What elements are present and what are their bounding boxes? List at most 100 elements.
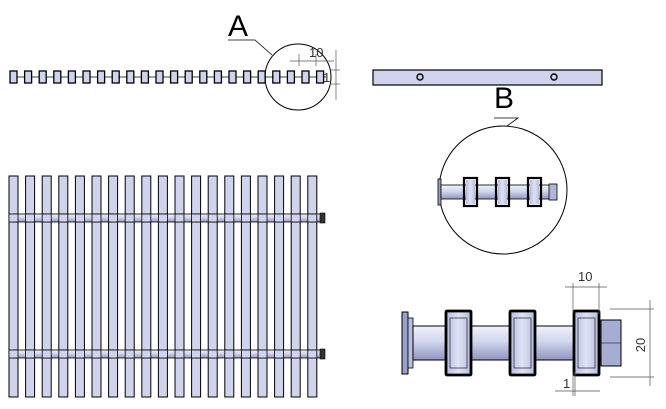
top-view-bars: [9, 70, 325, 84]
top-view-bar: [199, 70, 208, 84]
front-view-bar: [108, 175, 119, 398]
front-view-rods: [8, 212, 326, 360]
top-view-bar: [96, 70, 106, 84]
front-view-bar-crossing: [108, 349, 118, 359]
front-view-bar-crossing: [174, 213, 185, 223]
front-view-bar-crossing: [274, 349, 285, 359]
detail-a-circle: [264, 43, 332, 111]
front-view-bars: [8, 175, 318, 398]
top-view-bar: [301, 70, 310, 84]
front-view-bar: [157, 175, 168, 398]
front-view-bar-crossing: [207, 213, 218, 223]
front-view-bar-crossing: [307, 213, 318, 223]
side-view-bar: [372, 69, 603, 86]
top-view-bar: [53, 70, 62, 84]
front-view-bar-crossing: [25, 349, 36, 359]
top-view-bar: [155, 70, 164, 84]
top-view-bar: [169, 70, 179, 84]
front-view-bar: [207, 175, 218, 398]
large-detail-bar-inner: [513, 317, 532, 369]
top-pitch-dim: 10: [309, 45, 323, 60]
large-detail-washer: [407, 317, 414, 369]
top-view-bar: [23, 70, 33, 84]
front-view-bar-crossing: [58, 213, 69, 223]
front-view-bar-crossing: [124, 213, 135, 223]
detail-b-bar-fill: [466, 180, 475, 204]
front-view-bar-crossing: [141, 213, 152, 223]
top-view-bar: [286, 70, 296, 84]
front-view-bar-crossing: [240, 213, 251, 223]
detail-b-bar-section: [526, 176, 543, 208]
top-view-bar: [184, 70, 193, 84]
top-end-dim: 1: [323, 70, 330, 85]
large-detail-bar-section: [572, 309, 601, 377]
detail-b-assembly: [437, 176, 558, 208]
detail-b-end-plate: [437, 178, 442, 206]
front-view-bar: [141, 175, 152, 398]
front-view-bar-crossing: [91, 349, 102, 359]
front-view-bar: [58, 175, 69, 398]
front-view-bar-crossing: [240, 349, 251, 359]
front-view-bar: [8, 175, 19, 398]
front-view-bar: [41, 175, 52, 398]
top-view-bar: [228, 70, 237, 84]
large-detail-assembly: [401, 309, 622, 377]
front-view-rod-nut: [319, 348, 326, 360]
front-view-bar-crossing: [307, 349, 318, 359]
top-view-bar: [257, 70, 266, 84]
large-detail-bar-inner: [449, 317, 468, 369]
front-view-bar: [191, 175, 202, 398]
top-view-bar: [272, 70, 281, 84]
front-view-bar-crossing: [8, 349, 19, 359]
front-view-bar-crossing: [8, 213, 19, 223]
large-detail-end-plate: [401, 311, 409, 375]
front-view-bar-crossing: [257, 213, 268, 223]
front-view-bar-crossing: [157, 213, 168, 223]
top-view-bar: [67, 70, 77, 84]
detail-height-dim: 20: [633, 338, 648, 352]
front-view-bar: [307, 175, 318, 398]
detail-b: B: [437, 82, 568, 255]
side-view-hole-right: [550, 73, 558, 81]
large-detail-bar-section: [444, 309, 473, 377]
detail-a-leader: [228, 39, 273, 56]
top-view-bar: [315, 70, 325, 84]
side-view: [372, 69, 603, 86]
top-view-bar: [9, 70, 18, 84]
front-view-bar-crossing: [174, 349, 185, 359]
side-view-hole-left: [416, 73, 424, 81]
top-view-bar: [140, 70, 150, 84]
front-view-bar: [124, 175, 135, 398]
top-view-bar: [38, 70, 47, 84]
front-view-bar-crossing: [124, 349, 135, 359]
front-view-bar: [174, 175, 185, 398]
detail-b-bar-fill: [498, 180, 507, 204]
detail-b-bar-section: [494, 176, 511, 208]
front-view-bar-crossing: [91, 213, 102, 223]
front-view-bar-crossing: [290, 213, 301, 223]
front-view-bar: [91, 175, 102, 398]
front-view-bar-crossing: [75, 213, 85, 223]
top-view-bar: [82, 70, 91, 84]
front-view-bar-crossing: [224, 349, 235, 359]
front-view-bar-crossing: [191, 213, 202, 223]
front-view-bar-crossing: [207, 349, 218, 359]
front-view-bar-crossing: [141, 349, 152, 359]
large-detail-bar-section: [508, 309, 537, 377]
front-view-bar: [224, 175, 235, 398]
detail-b-bar-fill: [530, 180, 539, 204]
front-view-bar-crossing: [191, 349, 202, 359]
front-view-bar: [257, 175, 268, 398]
detail-b-bar-section: [462, 176, 479, 208]
front-view-bar: [290, 175, 301, 398]
detail-b-label: B: [494, 82, 514, 115]
front-view-bar-crossing: [25, 213, 36, 223]
front-view-bar-crossing: [257, 349, 268, 359]
front-view-rod-nut: [319, 212, 326, 224]
front-view-bar-crossing: [41, 213, 52, 223]
front-view-bar: [74, 175, 85, 398]
detail-b-nut: [548, 183, 558, 201]
front-view-bar-crossing: [157, 349, 168, 359]
front-view-bar-crossing: [274, 213, 285, 223]
front-view-bar-crossing: [290, 349, 301, 359]
